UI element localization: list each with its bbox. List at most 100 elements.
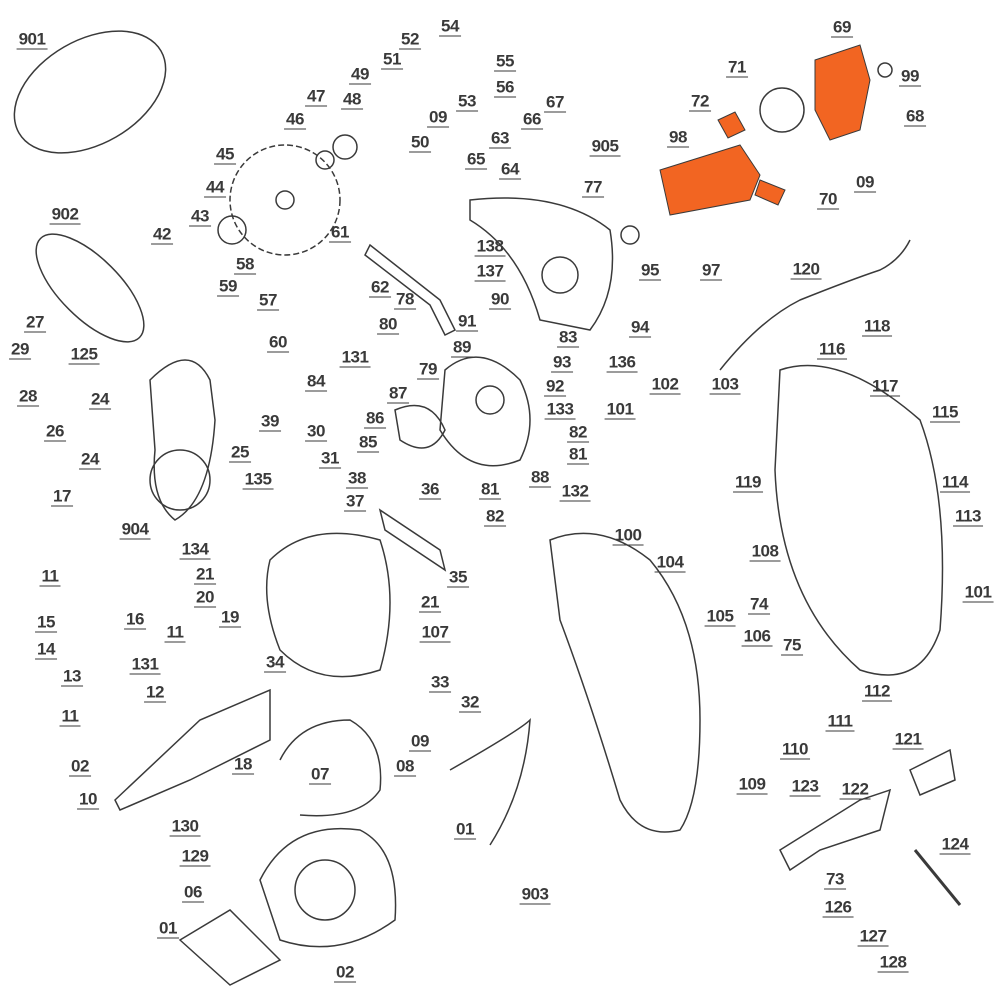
callout-label: 20: [194, 587, 216, 608]
part-121: [909, 748, 956, 796]
fan-71: [759, 87, 805, 133]
lower-blade-guard: [439, 356, 531, 467]
part-902-guard: [35, 233, 145, 343]
callout-label: 56: [494, 77, 516, 98]
callout-label: 27: [24, 312, 46, 333]
callout-label: 33: [429, 672, 451, 693]
cord-120: [719, 239, 911, 371]
callout-label: 93: [551, 352, 573, 373]
callout-label: 86: [364, 408, 386, 429]
callout-label: 115: [930, 402, 960, 423]
callout-label: 85: [357, 432, 379, 453]
callout-label: 121: [892, 729, 924, 750]
saw-blade: [229, 144, 341, 256]
callout-label: 24: [79, 449, 101, 470]
blade-arbor-hole: [275, 190, 295, 210]
callout-label: 30: [305, 421, 327, 442]
motor-parts-highlighted: [659, 44, 871, 216]
callout-label: 901: [16, 29, 48, 50]
field-housing-69: [814, 44, 871, 141]
motor-housing-115: [774, 364, 944, 676]
callout-label: 42: [151, 224, 173, 245]
part-122: [779, 788, 892, 872]
callout-label: 78: [394, 289, 416, 310]
callout-label: 70: [817, 189, 839, 210]
callout-label: 58: [234, 254, 256, 275]
callout-label: 39: [259, 411, 281, 432]
callout-label: 13: [61, 666, 83, 687]
callout-label: 120: [790, 259, 822, 280]
callout-label: 06: [182, 882, 204, 903]
callout-label: 15: [35, 612, 57, 633]
rail-36: [378, 508, 447, 572]
callout-label: 97: [700, 260, 722, 281]
callout-label: 35: [447, 567, 469, 588]
callout-label: 126: [822, 897, 854, 918]
part-46-washer: [315, 150, 335, 170]
part-901-plate: [13, 30, 167, 154]
callout-label: 24: [89, 389, 111, 410]
callout-label: 94: [629, 317, 651, 338]
callout-label: 74: [748, 594, 770, 615]
upper-blade-guard: [469, 197, 614, 331]
callout-label: 133: [544, 399, 576, 420]
callout-label: 17: [51, 486, 73, 507]
callout-label: 52: [399, 29, 421, 50]
armature-98: [659, 144, 761, 216]
callout-label: 80: [377, 314, 399, 335]
callout-label: 101: [604, 399, 636, 420]
part-44-flange: [217, 215, 247, 245]
callout-label: 131: [339, 347, 371, 368]
callout-label: 09: [427, 107, 449, 128]
part-124: [913, 849, 962, 906]
callout-label: 134: [179, 539, 211, 560]
callout-label: 902: [49, 204, 81, 225]
callout-label: 98: [667, 127, 689, 148]
callout-label: 31: [319, 448, 341, 469]
base: [259, 827, 397, 948]
support-arm-disc: [149, 449, 211, 511]
callout-label: 123: [789, 776, 821, 797]
callout-label: 117: [870, 376, 900, 397]
callout-label: 87: [387, 383, 409, 404]
callout-label: 51: [381, 49, 403, 70]
callout-label: 19: [219, 607, 241, 628]
callout-label: 128: [877, 952, 909, 973]
callout-label: 32: [459, 692, 481, 713]
callout-label: 92: [544, 376, 566, 397]
callout-label: 105: [704, 606, 736, 627]
callout-label: 138: [474, 236, 506, 257]
part-47-flange: [332, 134, 358, 160]
callout-label: 46: [284, 109, 306, 130]
callout-label: 12: [144, 682, 166, 703]
callout-label: 44: [204, 177, 226, 198]
callout-label: 79: [417, 359, 439, 380]
callout-label: 10: [77, 789, 99, 810]
callout-label: 81: [479, 479, 501, 500]
callout-label: 26: [44, 421, 66, 442]
callout-label: 02: [69, 756, 91, 777]
bearing-95: [620, 225, 640, 245]
callout-label: 16: [124, 609, 146, 630]
callout-label: 109: [736, 774, 768, 795]
callout-label: 100: [612, 525, 644, 546]
callout-label: 118: [862, 316, 892, 337]
callout-label: 54: [439, 16, 461, 37]
bracket-01: [178, 909, 282, 986]
callout-label: 136: [606, 352, 638, 373]
callout-label: 18: [232, 754, 254, 775]
table-34: [265, 532, 391, 678]
callout-label: 125: [68, 344, 100, 365]
callout-label: 48: [341, 89, 363, 110]
callout-label: 103: [709, 374, 741, 395]
fence-18: [114, 688, 271, 811]
callout-label: 67: [544, 92, 566, 113]
callout-label: 82: [484, 506, 506, 527]
callout-label: 36: [419, 479, 441, 500]
part-87-guard: [394, 404, 446, 449]
callout-label: 66: [521, 109, 543, 130]
callout-label: 82: [567, 422, 589, 443]
callout-label: 113: [953, 506, 983, 527]
callout-label: 110: [780, 739, 810, 760]
